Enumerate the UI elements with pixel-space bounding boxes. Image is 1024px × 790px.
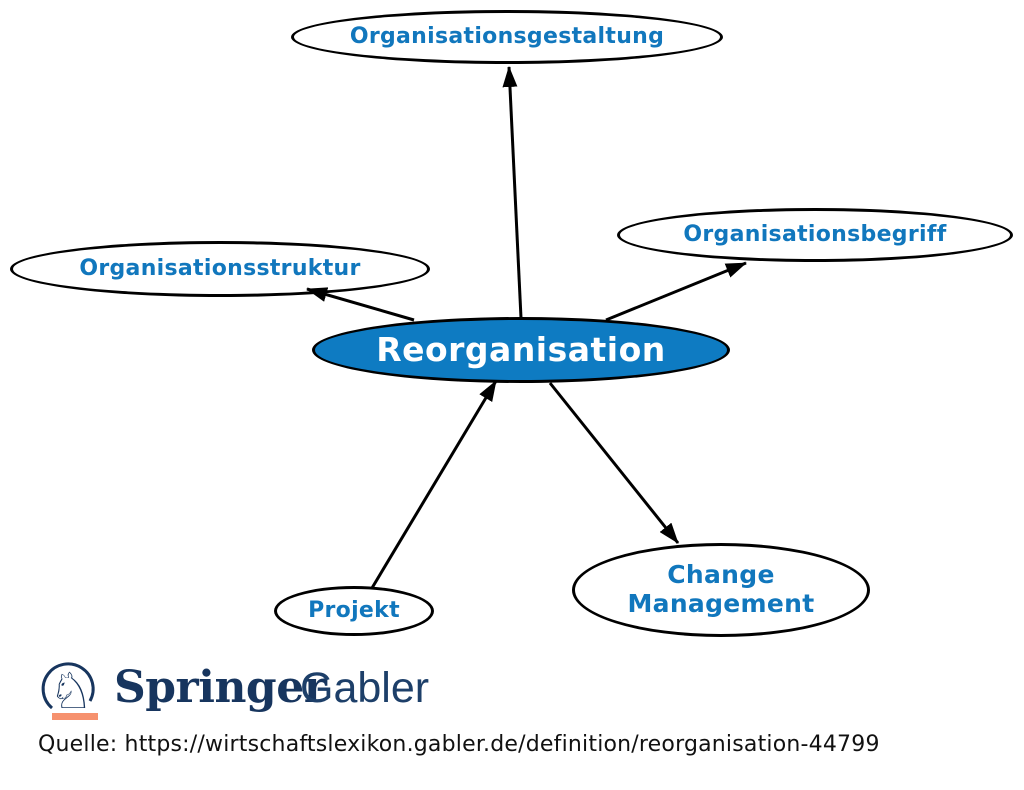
node-label-reorganisation: Reorganisation (376, 330, 666, 370)
node-organisationsbegriff[interactable]: Organisationsbegriff (617, 208, 1013, 262)
svg-text:♘: ♘ (49, 662, 94, 720)
edge-reorganisation-to-organisationsstruktur (306, 287, 415, 322)
edge-projekt-to-reorganisation (370, 380, 498, 589)
node-label-change-management: Change Management (627, 560, 815, 618)
springer-gabler-logo: ♘ Springer Gabler (38, 656, 478, 726)
brand-gabler-text: Gabler (300, 664, 430, 712)
edge-reorganisation-to-organisationsgestaltung (502, 66, 523, 319)
node-organisationsgestaltung[interactable]: Organisationsgestaltung (291, 10, 723, 64)
edge-reorganisation-to-change-management (548, 382, 680, 544)
node-organisationsstruktur[interactable]: Organisationsstruktur (10, 241, 430, 297)
node-label-organisationsgestaltung: Organisationsgestaltung (349, 24, 665, 50)
source-line: Quelle: https://wirtschaftslexikon.gable… (38, 732, 880, 757)
node-label-organisationsbegriff: Organisationsbegriff (683, 222, 947, 248)
node-reorganisation[interactable]: Reorganisation (312, 317, 730, 383)
brand-springer-text: Springer (114, 662, 327, 713)
logo-orange-underline (52, 713, 98, 720)
node-label-organisationsstruktur: Organisationsstruktur (79, 256, 361, 282)
mindmap-diagram: Organisationsgestaltung Organisationsbeg… (10, 10, 1013, 637)
springer-knight-icon: ♘ (38, 656, 104, 722)
node-change-management[interactable]: Change Management (572, 543, 870, 637)
node-projekt[interactable]: Projekt (274, 586, 434, 636)
edge-reorganisation-to-organisationsbegriff (605, 261, 747, 322)
node-label-projekt: Projekt (308, 598, 400, 624)
